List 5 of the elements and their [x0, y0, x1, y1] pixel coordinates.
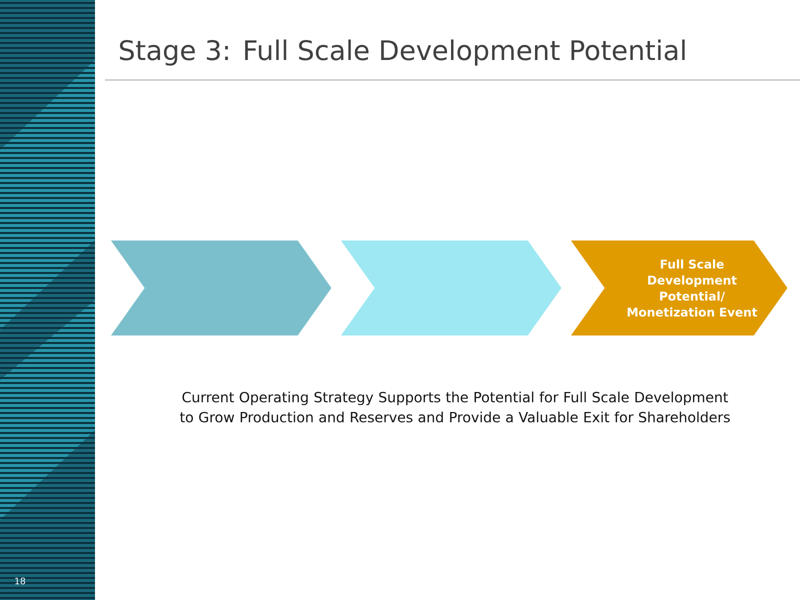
title: Stage 3: Full Scale Development Potential — [120, 40, 685, 66]
chevron-shape — [339, 240, 563, 336]
chevron-shape — [109, 240, 333, 336]
page-number: 18 — [15, 578, 26, 584]
caption-text: Current Operating Strategy Supports the Potential for Full Scale Development to Grow Production and Reserves and Provide a Valuable Exit for Shareholders — [180, 392, 730, 422]
